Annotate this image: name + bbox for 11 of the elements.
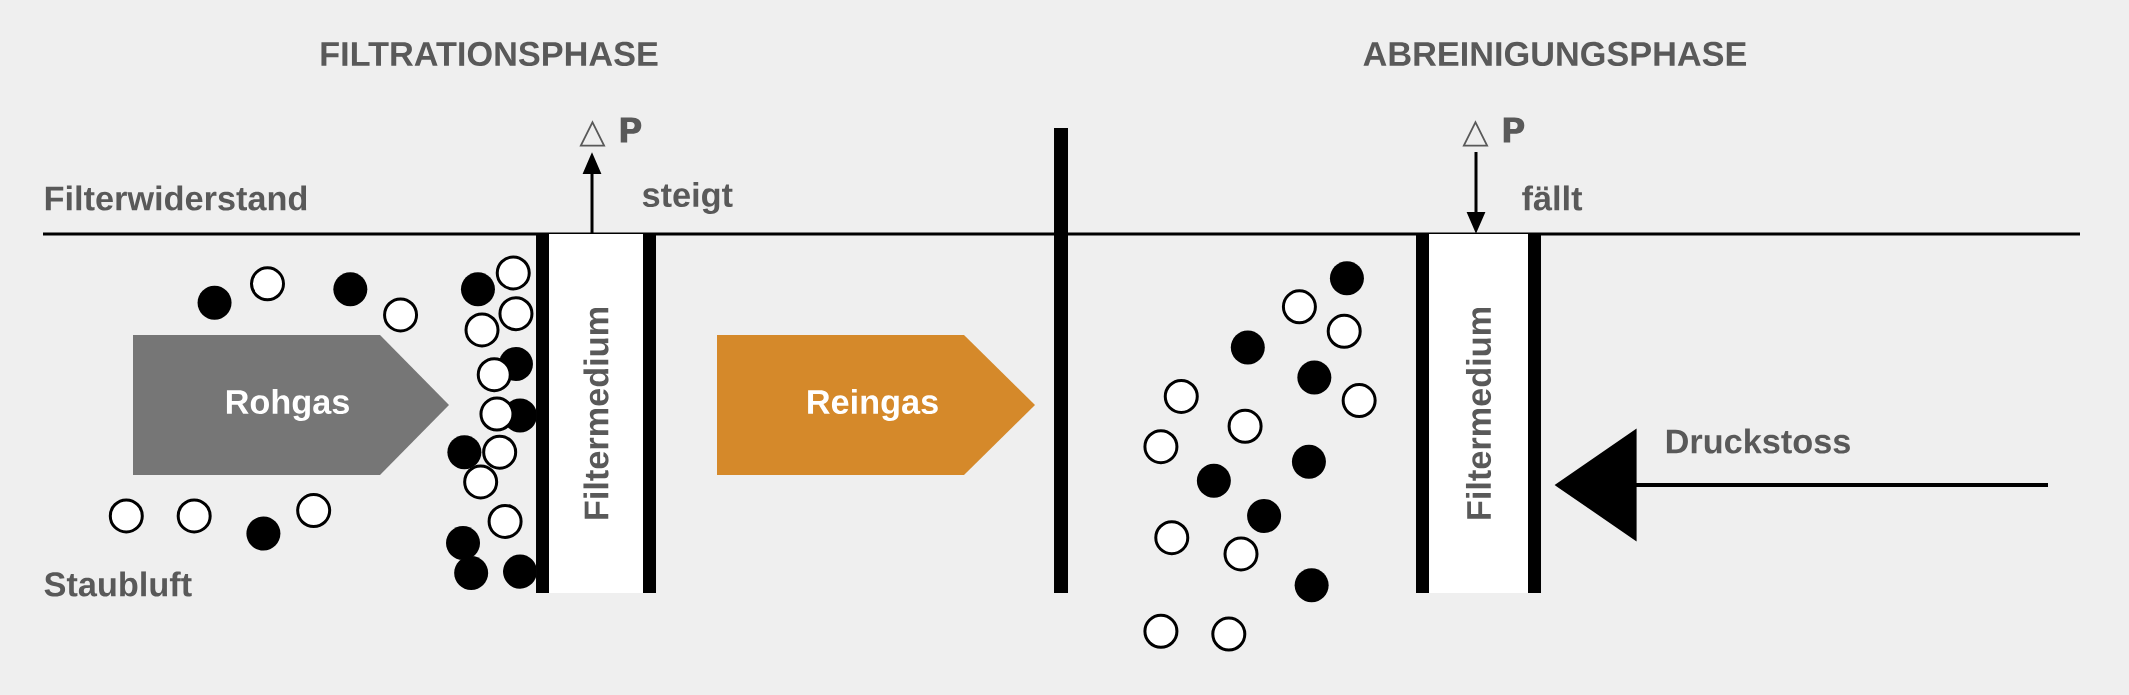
text-label: steigt: [642, 181, 733, 215]
phase-title: FILTRATIONSPHASE: [321, 41, 658, 67]
phase-title: ABREINIGUNGSPHASE: [1363, 41, 1747, 67]
edge-label: Druckstoss: [1666, 428, 1850, 454]
text-label: Filterwiderstand: [45, 185, 307, 211]
filter-medium-box: Filtermedium: [1416, 234, 1541, 593]
text-label: fällt: [1522, 185, 1583, 211]
filter-medium-box: Filtermedium: [536, 234, 656, 593]
text-label: △ P: [579, 117, 642, 147]
text-label: △ P: [1462, 117, 1525, 147]
text-label: Staubluft: [44, 571, 192, 597]
